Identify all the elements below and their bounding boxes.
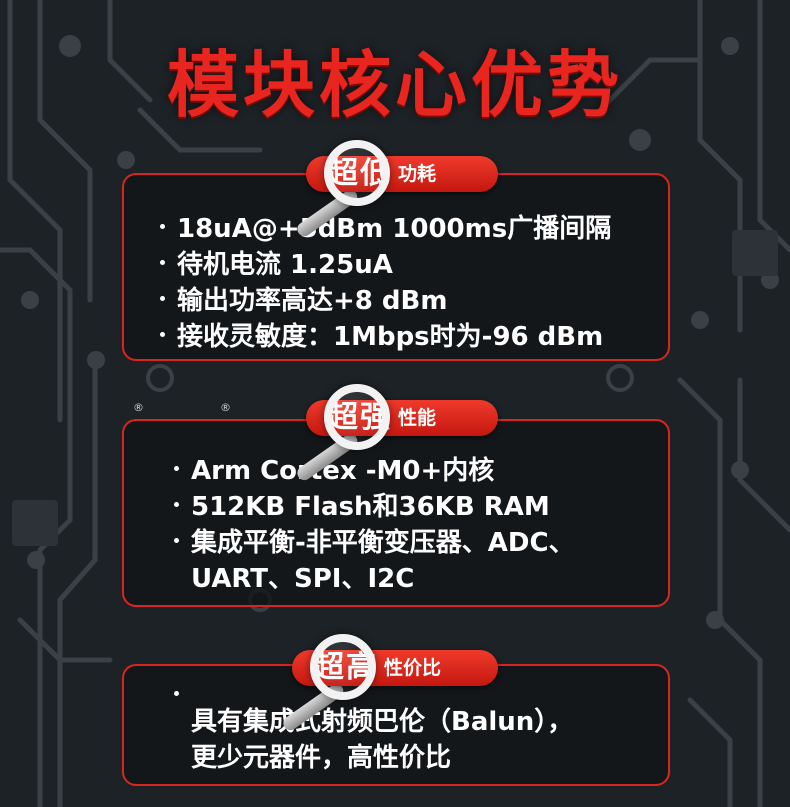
bullet-icon: [174, 502, 179, 507]
bullet-icon: [160, 332, 165, 337]
badge-sub-label: 性价比: [384, 657, 442, 679]
registered-mark: ®: [220, 401, 231, 414]
list-item: [174, 688, 668, 704]
registered-mark: ®: [133, 401, 144, 414]
bullet-icon: [160, 260, 165, 265]
value-card: 具有集成式射频巴伦（Balun）， 更少元器件，高性价比: [122, 664, 670, 786]
feature-list: 18uA@+5dBm 1000ms广播间隔 待机电流 1.25uA 输出功率高达…: [124, 175, 668, 355]
feature-list: 具有集成式射频巴伦（Balun）， 更少元器件，高性价比: [124, 666, 668, 776]
bullet-icon: [160, 296, 165, 301]
bullet-icon: [174, 691, 179, 696]
list-item: 输出功率高达+8 dBm: [160, 283, 668, 319]
list-item: 18uA@+5dBm 1000ms广播间隔: [160, 211, 668, 247]
list-item: 待机电流 1.25uA: [160, 247, 668, 283]
list-item: Arm Cortex -M0+内核: [174, 453, 668, 489]
feature-list: Arm Cortex -M0+内核 512KB Flash和36KB RAM 集…: [124, 421, 668, 597]
list-item: 具有集成式射频巴伦（Balun），: [191, 707, 574, 737]
low-power-card: 18uA@+5dBm 1000ms广播间隔 待机电流 1.25uA 输出功率高达…: [122, 173, 670, 361]
badge-sub-label: 功耗: [398, 163, 437, 185]
bullet-icon: [160, 224, 165, 229]
list-item: UART、SPI、I2C: [191, 564, 415, 594]
badge-sub-label: 性能: [398, 407, 437, 429]
list-item: 接收灵敏度：1Mbps时为-96 dBm: [160, 319, 668, 355]
list-item: 集成平衡-非平衡变压器、ADC、: [174, 525, 668, 561]
performance-card: Arm Cortex -M0+内核 512KB Flash和36KB RAM 集…: [122, 419, 670, 607]
bullet-icon: [174, 466, 179, 471]
page-title: 模块核心优势: [166, 43, 623, 127]
magnifier-icon: [310, 634, 376, 700]
magnifier-icon: [324, 384, 390, 450]
list-item: 更少元器件，高性价比: [191, 743, 452, 773]
magnifier-icon: [324, 140, 390, 206]
bullet-icon: [174, 538, 179, 543]
list-item: 512KB Flash和36KB RAM: [174, 489, 668, 525]
